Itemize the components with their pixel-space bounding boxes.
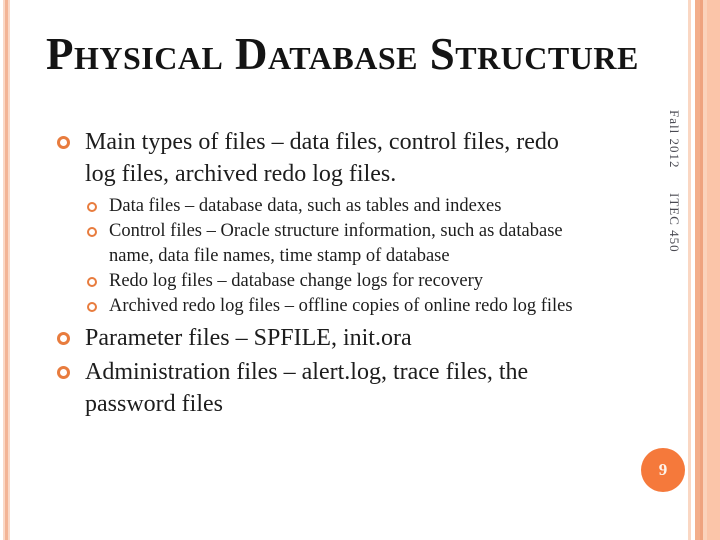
bullet-text: Administration files – alert.log, trace … — [85, 356, 528, 420]
bullet-line: Data files – database data, such as tabl… — [109, 196, 502, 216]
slide-title: Physical Database Structure — [46, 29, 639, 79]
right-accent-stripe — [688, 0, 691, 540]
bullet-ring-icon — [57, 135, 70, 149]
bullet-text: Control files – Oracle structure informa… — [109, 219, 563, 269]
bullet-item-data-files: Data files – database data, such as tabl… — [87, 194, 657, 219]
bullet-line: Redo log files – database change logs fo… — [109, 271, 483, 291]
bullet-ring-icon — [57, 365, 70, 379]
right-accent-stripe — [700, 0, 703, 540]
bullet-line: Administration files – alert.log, trace … — [85, 359, 529, 385]
bullet-ring-icon — [87, 301, 97, 312]
left-accent-stripe — [3, 0, 5, 540]
page-number-badge: 9 — [641, 448, 685, 492]
bullet-item-administration-files: Administration files – alert.log, trace … — [57, 356, 657, 420]
bullet-line: log files, archived redo log files. — [85, 161, 397, 187]
bullet-text: Redo log files – database change logs fo… — [109, 269, 483, 294]
bullet-ring-icon — [57, 331, 70, 345]
bullet-line: Parameter files – SPFILE, init.ora — [85, 325, 412, 351]
bullet-item-main-types: Main types of files – data files, contro… — [57, 126, 657, 190]
bullet-ring-icon — [87, 276, 97, 287]
sidebar-date-text: Fall 2012 — [667, 110, 682, 169]
bullet-line: password files — [85, 391, 223, 417]
bullet-line: Archived redo log files – offline copies… — [109, 296, 573, 316]
right-accent-stripe — [703, 0, 707, 540]
bullet-line: name, data file names, time stamp of dat… — [109, 246, 450, 266]
bullet-text: Archived redo log files – offline copies… — [109, 294, 573, 319]
left-accent-stripe — [5, 0, 8, 540]
bullet-text: Data files – database data, such as tabl… — [109, 194, 501, 219]
bullet-ring-icon — [87, 226, 97, 237]
bullet-text: Parameter files – SPFILE, init.ora — [85, 322, 412, 354]
right-accent-band — [707, 0, 720, 540]
bullet-item-archived-redo-log: Archived redo log files – offline copies… — [87, 294, 657, 319]
page-number: 9 — [658, 460, 668, 479]
bullet-line: Control files – Oracle structure informa… — [109, 221, 563, 241]
sidebar-course-text: ITEC 450 — [667, 193, 682, 253]
bullet-item-redo-log-files: Redo log files – database change logs fo… — [87, 269, 657, 294]
bullet-list: Main types of files – data files, contro… — [57, 126, 657, 420]
bullet-item-parameter-files: Parameter files – SPFILE, init.ora — [57, 322, 657, 354]
bullet-ring-icon — [87, 201, 97, 212]
bullet-line: Main types of files – data files, contro… — [85, 129, 559, 155]
bullet-item-control-files: Control files – Oracle structure informa… — [87, 219, 657, 269]
left-accent-stripe — [8, 0, 10, 540]
right-accent-stripe — [695, 0, 700, 540]
bullet-text: Main types of files – data files, contro… — [85, 126, 559, 190]
